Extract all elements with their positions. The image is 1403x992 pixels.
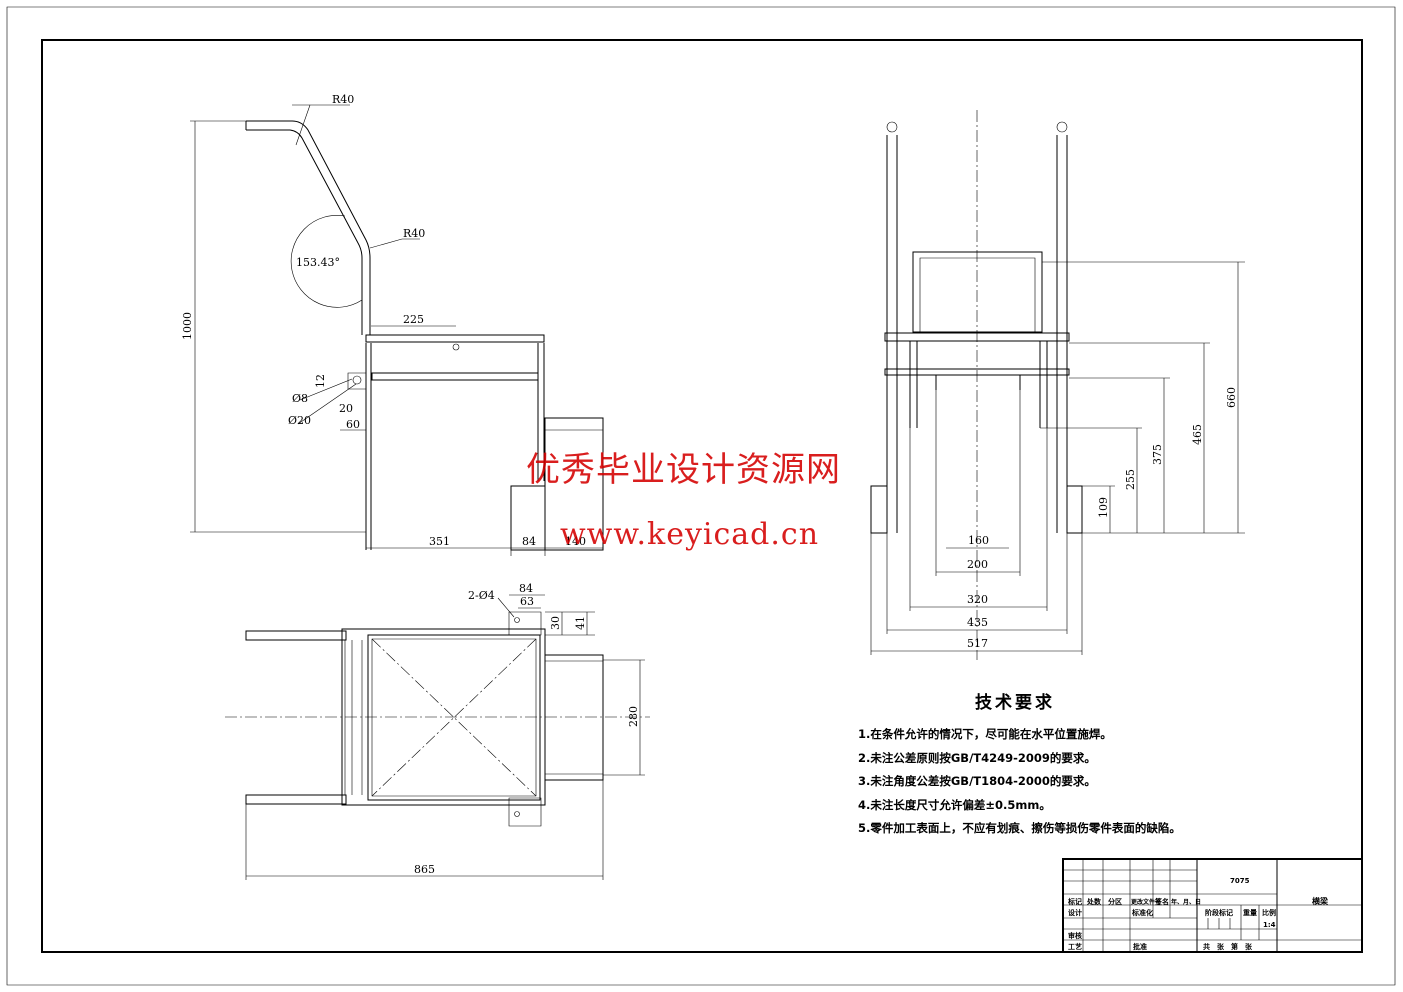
tb-label-stage-mark: 阶段标记 — [1205, 909, 1233, 917]
dim-front-r2: R40 — [403, 227, 425, 240]
tb-label-sheets: 共 张 第 张 — [1203, 943, 1252, 951]
top-view — [225, 595, 650, 880]
tb-label-count: 处数 — [1087, 898, 1101, 906]
tech-requirement-item: 5.零件加工表面上，不应有划痕、擦伤等损伤零件表面的缺陷。 — [858, 821, 1181, 835]
title-block-part-name: 横梁 — [1312, 897, 1328, 906]
dim-front-225: 225 — [403, 313, 424, 326]
top-dimension-texts: 2-Ø4 84 63 30 41 280 865 — [414, 582, 640, 876]
side-view — [871, 110, 1245, 660]
dim-side-255: 255 — [1124, 469, 1137, 490]
tb-label-standardize: 标准化 — [1132, 909, 1153, 917]
tech-requirement-item: 2.未注公差原则按GB/T4249-2009的要求。 — [858, 750, 1096, 765]
dim-front-angle: 153.43° — [296, 256, 340, 269]
dim-side-517: 517 — [967, 637, 988, 650]
dim-top-865: 865 — [414, 863, 435, 876]
tech-requirement-item: 4.未注长度尺寸允许偏差±0.5mm。 — [858, 797, 1051, 812]
tb-label-design: 设计 — [1068, 909, 1082, 917]
dim-front-height: 1000 — [181, 312, 194, 340]
tb-label-signature: 签名 — [1155, 898, 1169, 906]
watermark-url: www.keyicad.cn — [560, 517, 820, 552]
dim-side-160: 160 — [968, 534, 989, 547]
front-dimension-texts: R40 R40 153.43° 1000 225 12 Ø8 20 Ø20 60… — [181, 93, 586, 548]
title-block-material: 7075 — [1230, 877, 1250, 885]
dim-top-30: 30 — [549, 616, 562, 630]
tech-requirements-title: 技术要求 — [975, 693, 1055, 713]
dim-front-20: 20 — [339, 402, 353, 415]
dim-top-280: 280 — [627, 706, 640, 727]
side-dimension-texts: 660 465 375 255 109 160 200 320 435 517 — [967, 387, 1238, 650]
tb-label-review: 审核 — [1068, 932, 1082, 940]
outer-border — [7, 7, 1395, 985]
dim-top-63: 63 — [520, 595, 534, 608]
dim-front-phi20: Ø20 — [288, 414, 311, 427]
inner-frame — [42, 40, 1362, 952]
watermark-cn: 优秀毕业设计资源网 — [526, 450, 841, 490]
dim-side-200: 200 — [967, 558, 988, 571]
tech-requirement-item: 1.在条件允许的情况下，尽可能在水平位置施焊。 — [858, 727, 1112, 741]
dim-side-660: 660 — [1225, 387, 1238, 408]
dim-front-phi8: Ø8 — [292, 392, 308, 405]
tb-label-process: 工艺 — [1068, 943, 1082, 951]
dim-top-holes: 2-Ø4 — [468, 589, 495, 602]
tb-label-weight: 重量 — [1243, 909, 1257, 917]
dim-front-r1: R40 — [332, 93, 354, 106]
tech-requirements-list: 1.在条件允许的情况下，尽可能在水平位置施焊。 2.未注公差原则按GB/T424… — [858, 726, 1181, 844]
title-block-scale: 1:4 — [1263, 921, 1276, 929]
dim-front-12: 12 — [314, 374, 327, 388]
dim-top-84: 84 — [519, 582, 533, 595]
dim-front-84: 84 — [522, 535, 536, 548]
tb-label-ratio: 比例 — [1262, 909, 1276, 917]
dim-side-109: 109 — [1097, 497, 1110, 518]
dim-front-60: 60 — [346, 418, 360, 431]
title-block-grid — [1063, 859, 1362, 952]
front-view — [190, 105, 603, 556]
dim-front-351: 351 — [429, 535, 450, 548]
dim-side-465: 465 — [1191, 424, 1204, 445]
tb-label-approve: 批准 — [1133, 943, 1147, 951]
dim-side-435: 435 — [967, 616, 988, 629]
tb-label-date: 年、月、日 — [1171, 899, 1202, 906]
dim-front-140: 140 — [565, 535, 586, 548]
dim-side-375: 375 — [1151, 444, 1164, 465]
tb-label-change-doc: 更改文件号 — [1131, 899, 1162, 906]
dim-side-320: 320 — [967, 593, 988, 606]
tb-label-mark: 标记 — [1068, 898, 1082, 906]
dim-top-41: 41 — [574, 616, 587, 630]
tech-requirement-item: 3.未注角度公差按GB/T1804-2000的要求。 — [858, 774, 1096, 788]
tb-label-zone: 分区 — [1108, 898, 1122, 906]
